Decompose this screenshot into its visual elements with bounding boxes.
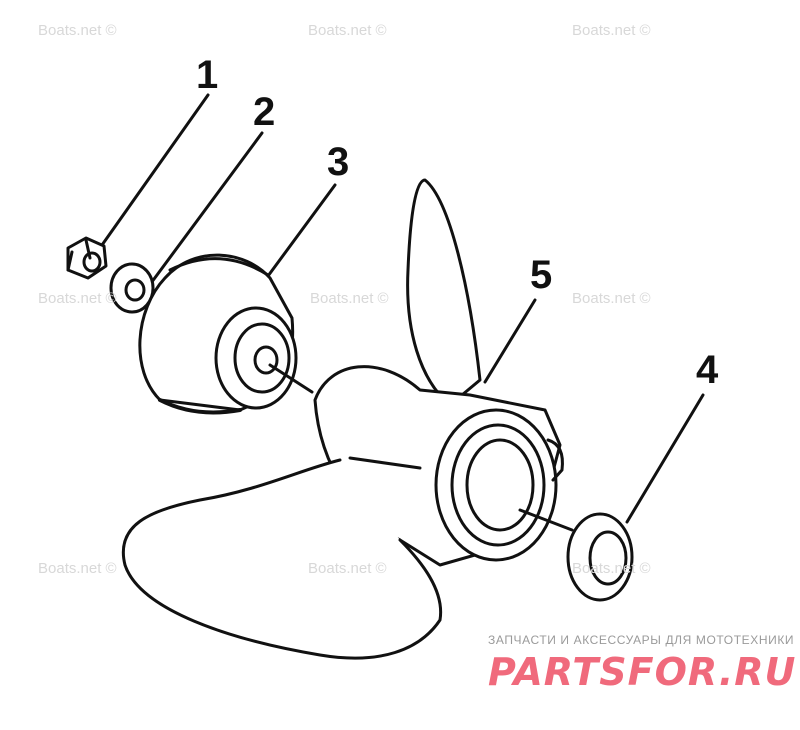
callout-1: 1 bbox=[196, 53, 219, 97]
part-3-thrust-hub bbox=[138, 253, 298, 415]
leader-line-3 bbox=[266, 183, 337, 278]
watermark: Boats.net © bbox=[572, 560, 651, 577]
part-1-nut bbox=[66, 236, 108, 280]
watermark: Boats.net © bbox=[38, 290, 117, 307]
callout-5: 5 bbox=[530, 253, 553, 297]
watermark: Boats.net © bbox=[572, 290, 651, 307]
watermark: Boats.net © bbox=[38, 22, 117, 39]
part-4-washer bbox=[566, 512, 634, 602]
leader-line-5 bbox=[483, 298, 537, 384]
leader-line-2 bbox=[138, 131, 264, 300]
shaft-line-a bbox=[268, 363, 314, 394]
part-5-propeller bbox=[121, 178, 564, 660]
leader-line-4 bbox=[625, 393, 705, 524]
brand-tagline: ЗАПЧАСТИ И АКСЕССУАРЫ ДЛЯ МОТОТЕХНИКИ bbox=[488, 633, 795, 647]
watermark: Boats.net © bbox=[38, 560, 117, 577]
callout-4: 4 bbox=[696, 348, 719, 392]
watermark: Boats.net © bbox=[572, 22, 651, 39]
callout-3: 3 bbox=[327, 140, 350, 184]
callout-2: 2 bbox=[253, 90, 276, 134]
brand-logo: PARTSFOR.RU bbox=[488, 650, 797, 694]
shaft-line-b bbox=[518, 508, 574, 532]
watermark: Boats.net © bbox=[308, 560, 387, 577]
leader-line-1 bbox=[88, 93, 210, 264]
watermark: Boats.net © bbox=[308, 22, 387, 39]
watermark: Boats.net © bbox=[310, 290, 389, 307]
part-2-washer bbox=[109, 262, 155, 314]
